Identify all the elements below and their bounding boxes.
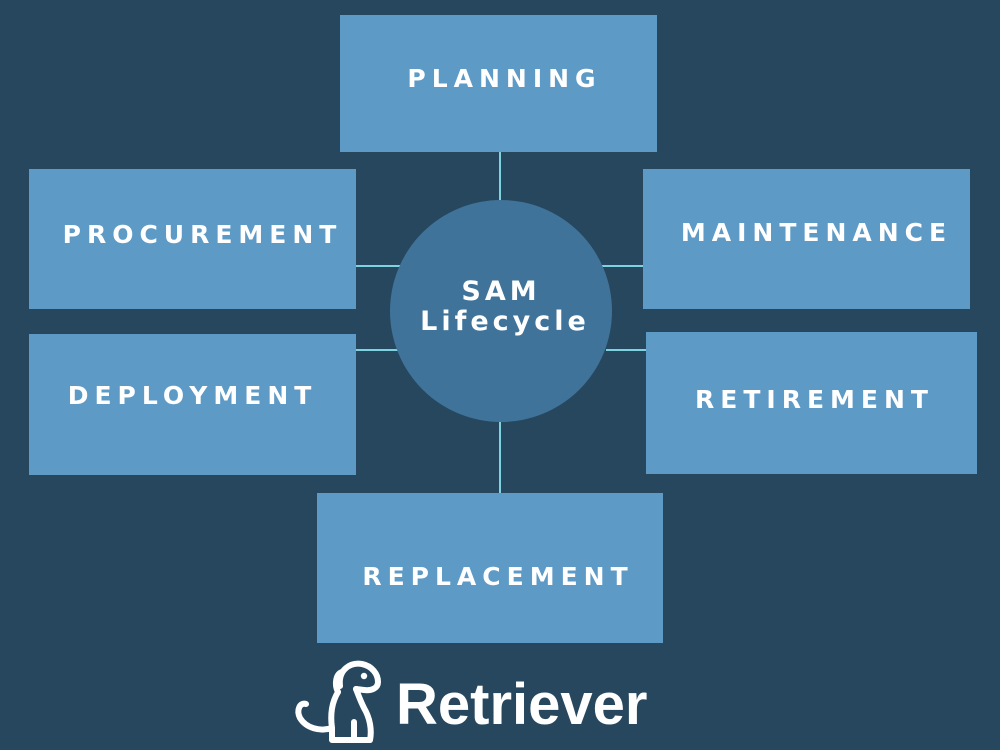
stage-box-planning: PLANNING bbox=[340, 15, 657, 152]
brand-logo: Retriever bbox=[292, 656, 692, 746]
stage-label-procurement: PROCUREMENT bbox=[62, 219, 343, 249]
stage-box-procurement: PROCUREMENT bbox=[29, 169, 356, 309]
stage-box-replacement: REPLACEMENT bbox=[317, 493, 663, 643]
dog-icon bbox=[295, 660, 381, 743]
stage-box-retirement: RETIREMENT bbox=[646, 332, 977, 474]
brand-wordmark: Retriever bbox=[396, 671, 648, 737]
stage-label-replacement: REPLACEMENT bbox=[362, 561, 634, 591]
center-hub: SAM Lifecycle bbox=[390, 200, 612, 422]
stage-box-maintenance: MAINTENANCE bbox=[643, 169, 970, 309]
hub-title-line2: Lifecycle bbox=[420, 306, 590, 337]
stage-label-deployment: DEPLOYMENT bbox=[67, 381, 318, 410]
stage-box-deployment: DEPLOYMENT bbox=[29, 334, 356, 475]
hub-title-line1: SAM bbox=[461, 276, 541, 307]
stage-label-planning: PLANNING bbox=[407, 64, 602, 93]
stage-label-maintenance: MAINTENANCE bbox=[680, 217, 953, 247]
stage-label-retirement: RETIREMENT bbox=[695, 384, 934, 414]
